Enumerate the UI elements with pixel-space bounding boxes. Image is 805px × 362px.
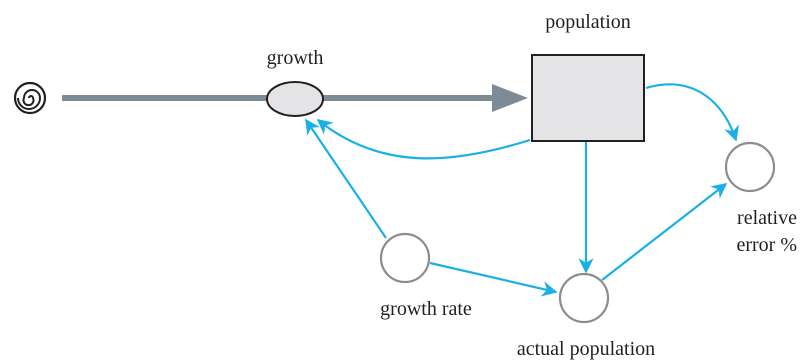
connector-population-to-relative-error [645,83,739,142]
connector-actual-population-to-relative-error [601,183,728,281]
connector-growthrate-to-actual-population [429,261,558,297]
flow-pipe-arrowhead [492,84,528,112]
relative-error-converter[interactable] [724,141,776,193]
growth-rate-converter[interactable] [379,232,431,284]
population-stock[interactable] [531,54,645,142]
relative-error-label-line2: error % [736,234,797,256]
growth-label: growth [267,47,324,69]
actual-population-label: actual population [517,338,655,360]
population-label: population [545,11,631,33]
connector-population-to-growth [316,119,531,160]
connector-growthrate-to-growth [305,118,387,239]
cloud-spiral-icon [13,81,47,115]
actual-population-converter[interactable] [558,272,610,324]
growth-flow-valve[interactable] [266,81,324,117]
growth-rate-label: growth rate [380,298,472,320]
relative-error-label-line1: relative [737,207,797,229]
